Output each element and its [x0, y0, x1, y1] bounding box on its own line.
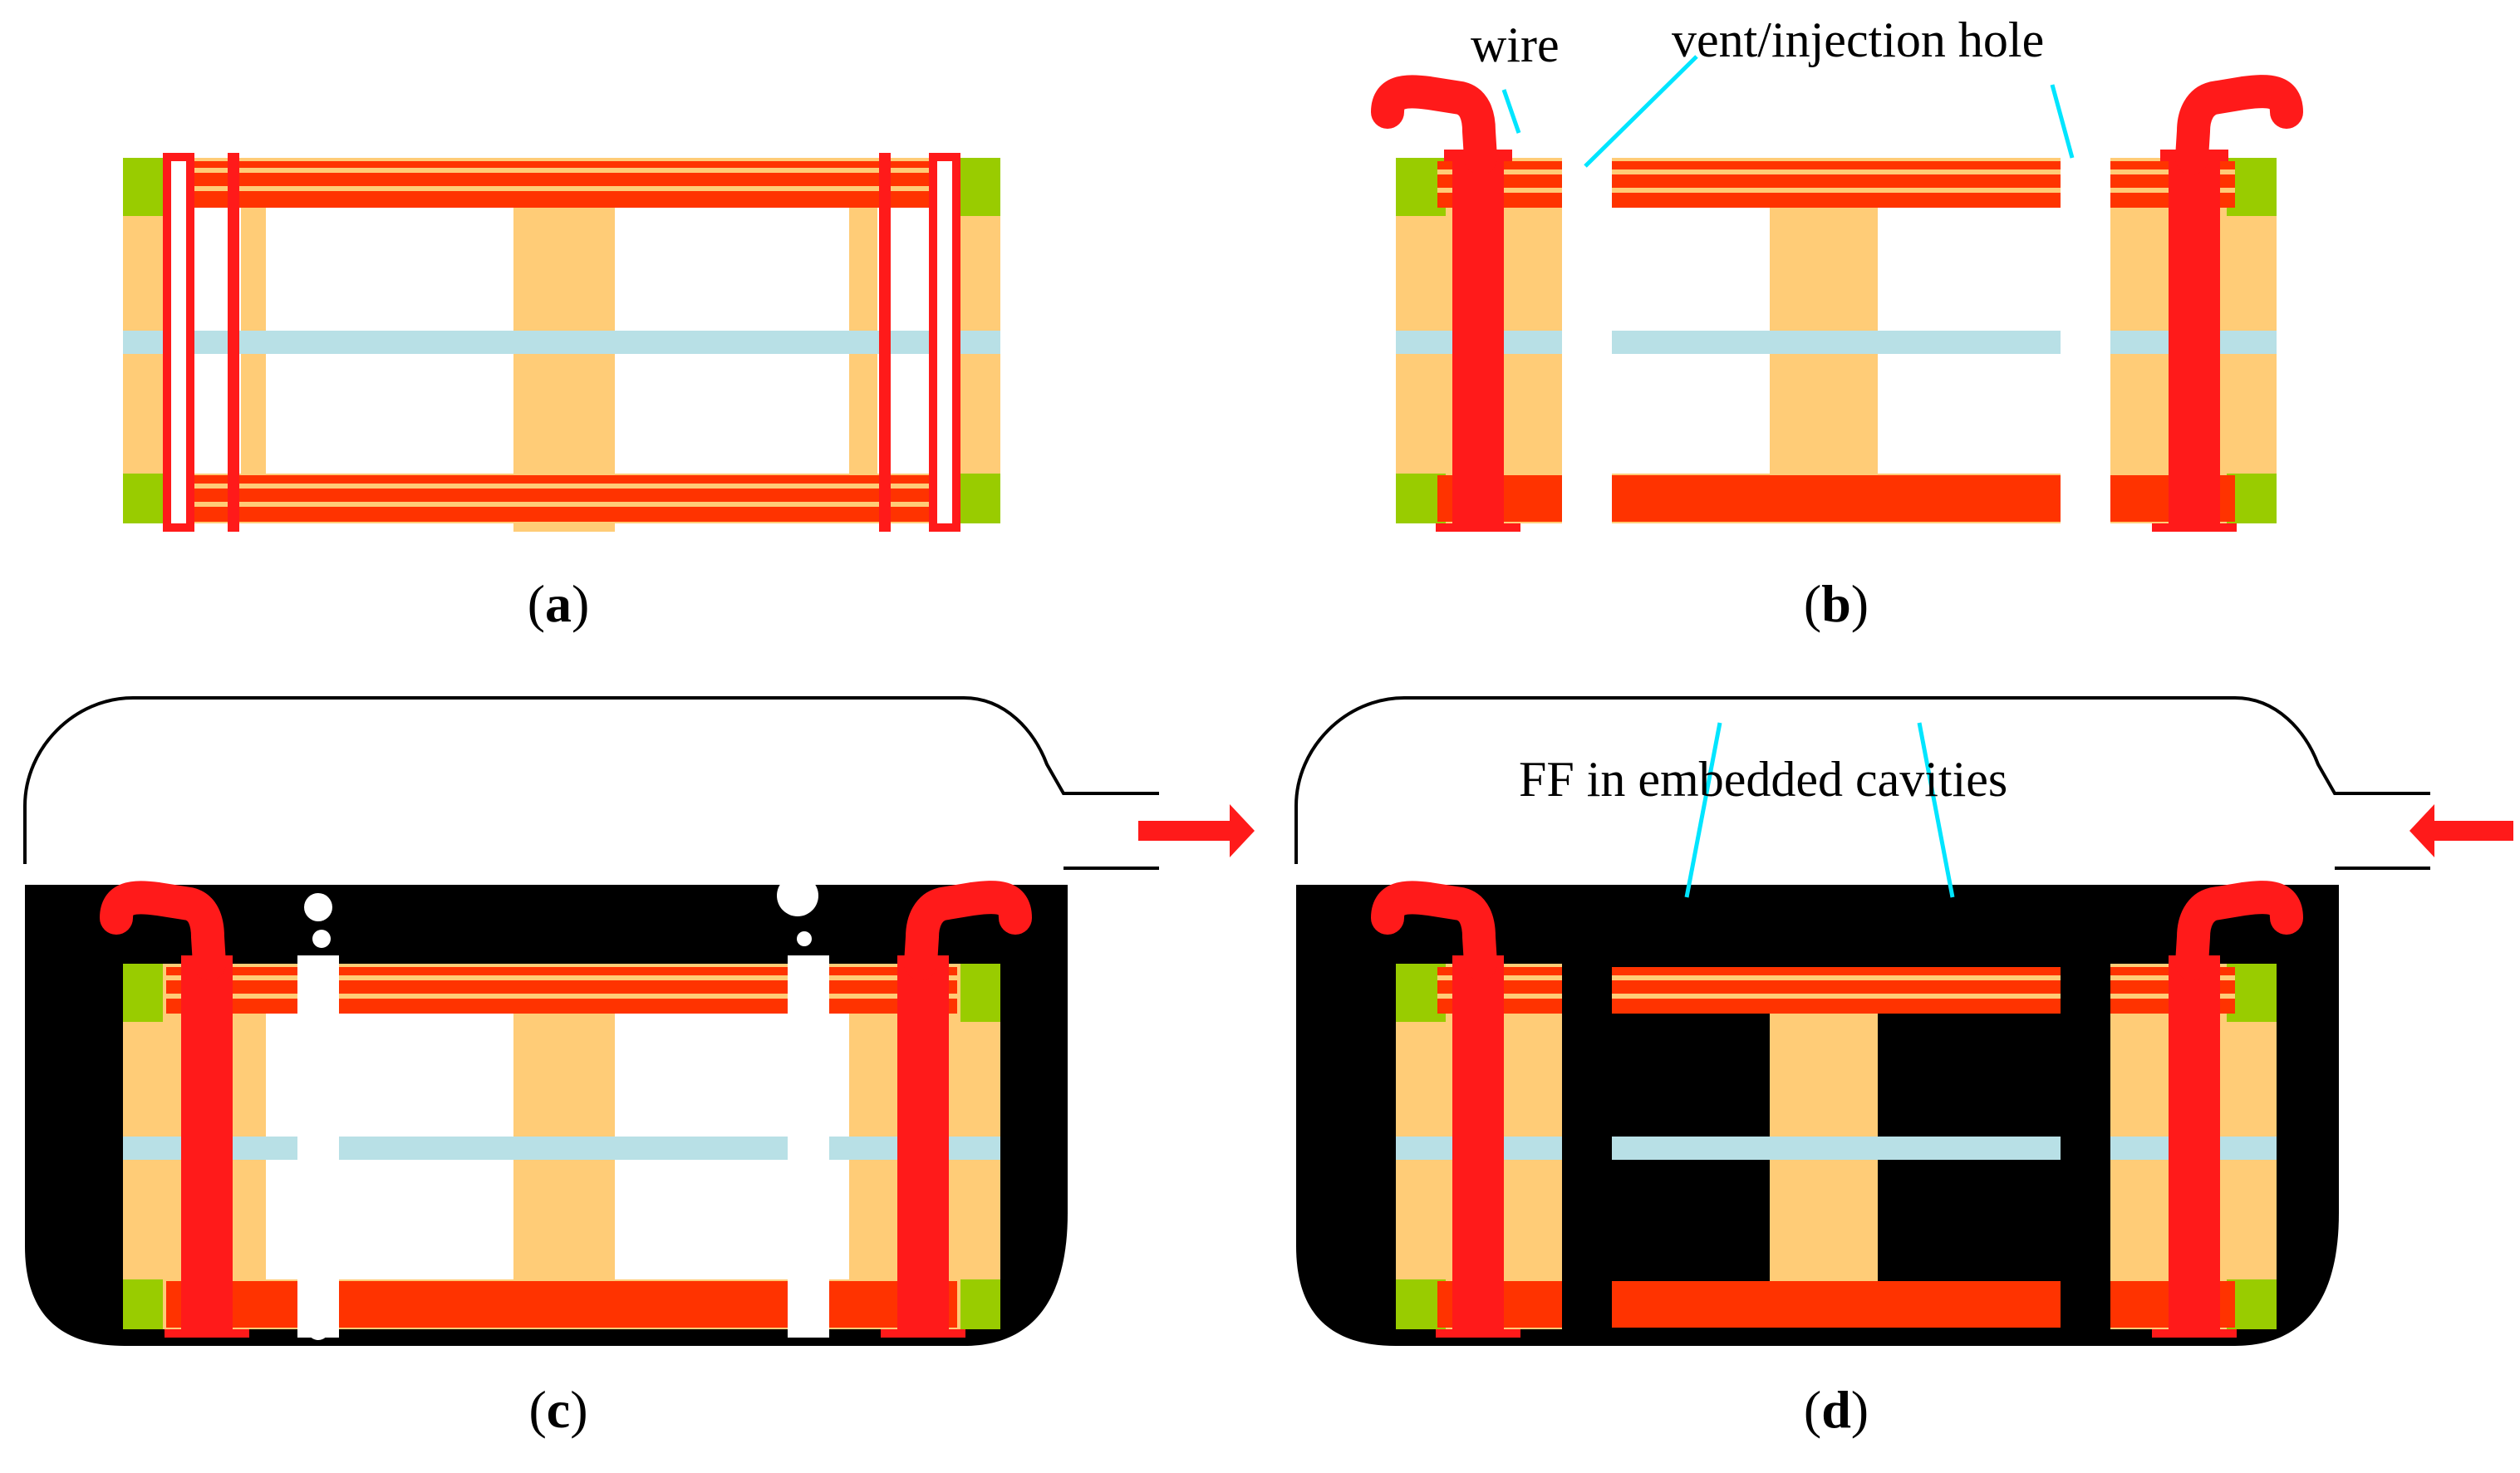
copper-bottom-stripe — [166, 502, 957, 507]
path-shape — [2175, 881, 2303, 980]
copper-top-stripe — [166, 186, 957, 191]
stripe-shape — [1612, 994, 2061, 999]
pad-shape — [123, 964, 163, 1022]
copper-bottom-stripe — [166, 484, 957, 489]
annotation-wire: wire — [1471, 17, 1560, 72]
via-right-outer-wall — [929, 153, 937, 532]
wire-shape — [1452, 150, 1504, 532]
copper-bottom — [166, 475, 957, 522]
prepreg-shape — [1612, 1137, 2061, 1160]
g-shape — [100, 881, 1032, 1338]
air-bubble — [304, 893, 332, 921]
path-shape — [1371, 881, 1497, 980]
panel-b-diagram — [1371, 55, 2303, 532]
pad — [960, 474, 1000, 523]
path-shape — [1371, 75, 1497, 174]
stripe-shape — [1612, 975, 2061, 980]
copper-shape — [166, 967, 957, 1014]
via-right-outer-cap — [929, 153, 960, 161]
wire-shape — [2152, 1329, 2237, 1338]
arrow-out — [1138, 804, 1255, 857]
chamber-outline — [23, 696, 1159, 864]
copper-shape — [1612, 967, 2061, 1014]
copper-shape — [1612, 1281, 2061, 1328]
via-left-inner-wall — [228, 153, 239, 532]
path-shape — [904, 881, 1032, 980]
panel-d-diagram — [1294, 696, 2513, 1346]
vent-leader-left — [1584, 55, 1698, 168]
wire-shape — [1436, 1329, 1520, 1338]
copper-shape — [166, 1281, 957, 1328]
pad-shape — [123, 1279, 163, 1329]
prepreg-layer — [123, 331, 1000, 354]
path-shape — [100, 881, 226, 980]
panel-c-diagram — [23, 696, 1255, 1346]
wire-shape — [1436, 523, 1520, 532]
via-left-outer-cap — [163, 523, 194, 532]
pad — [123, 158, 163, 216]
via-right-inner-wall — [879, 153, 891, 532]
ff-leader-left — [1684, 722, 1722, 898]
wire-left — [1371, 75, 1520, 532]
arrow-in — [2409, 804, 2513, 857]
via-left-outer-cap — [163, 153, 194, 161]
wire-right — [2152, 75, 2303, 532]
copper-shape — [1612, 161, 2061, 208]
rect-shape — [788, 955, 829, 1338]
wire-shape — [2169, 955, 2220, 1338]
pad — [960, 158, 1000, 216]
chamber-outline — [1294, 696, 2430, 864]
via-right-outer-wall — [952, 153, 960, 532]
stripe-shape — [166, 994, 957, 999]
pad — [123, 474, 163, 523]
via-left-outer-wall — [163, 153, 171, 532]
air-bubble — [797, 931, 812, 946]
copper-shape — [1612, 475, 2061, 522]
via-right-outer-cap — [929, 523, 960, 532]
stripe-shape — [1612, 188, 2061, 193]
stripe-shape — [166, 975, 957, 980]
wire-shape — [2152, 523, 2237, 532]
stripe-shape — [1612, 169, 2061, 174]
panel-label-d: (d) — [1803, 1380, 1869, 1439]
annotation-ff-cavities: FF in embedded cavities — [1519, 752, 2008, 807]
panel-a-diagram — [123, 153, 1000, 532]
air-bubble — [803, 1318, 818, 1333]
vent-leader-right — [2050, 84, 2075, 159]
air-bubble — [777, 875, 818, 916]
panel-label-c: (c) — [528, 1380, 588, 1439]
wire-leader — [1501, 89, 1521, 134]
rect-shape — [297, 955, 339, 1338]
pad-shape — [960, 964, 1000, 1022]
annotation-vent-hole: vent/injection hole — [1672, 12, 2045, 67]
pad-shape — [960, 1279, 1000, 1329]
air-bubble — [312, 930, 331, 948]
wire-shape — [2169, 150, 2220, 532]
prepreg-shape — [1612, 331, 2061, 354]
ff-leader-right — [1917, 722, 1955, 898]
air-bubble — [307, 1318, 329, 1340]
prepreg-shape — [123, 1137, 1000, 1160]
wire-shape — [881, 1329, 965, 1338]
wire-shape — [165, 1329, 249, 1338]
wire-shape — [181, 955, 233, 1338]
wire-shape — [897, 955, 949, 1338]
panel-label-b: (b) — [1803, 574, 1869, 633]
copper-top-stripe — [166, 168, 957, 173]
panel-label-a: (a) — [527, 574, 590, 633]
via-left-outer-wall — [186, 153, 194, 532]
path-shape — [2175, 75, 2303, 174]
wire-shape — [1452, 955, 1504, 1338]
g-shape — [1371, 722, 2303, 1338]
